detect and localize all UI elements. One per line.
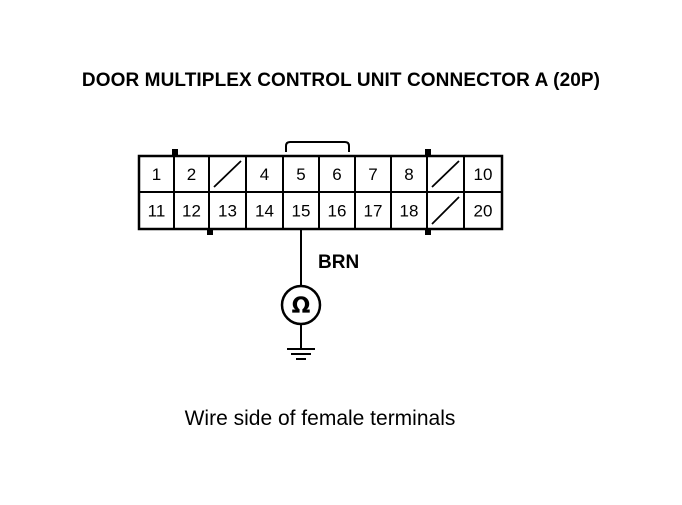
terminal-15: 15 [292,202,311,221]
terminal-11: 11 [148,202,166,221]
terminal-4: 4 [260,165,269,184]
terminal-14: 14 [255,202,274,221]
empty-terminal-slash [213,160,242,188]
terminal-7: 7 [368,165,377,184]
empty-terminal-slash [431,196,460,225]
terminal-18: 18 [400,202,419,221]
connector-lock-tab [285,141,350,152]
latch-nub-bottom-left [207,228,213,235]
terminal-16: 16 [328,202,347,221]
latch-nub-top-left [172,149,178,155]
terminal-8: 8 [404,165,413,184]
terminal-6: 6 [332,165,341,184]
diagram-title: DOOR MULTIPLEX CONTROL UNIT CONNECTOR A … [81,70,601,91]
terminal-10: 10 [474,165,493,184]
latch-nub-bottom-right [425,228,431,235]
terminal-12: 12 [182,202,201,221]
terminal-2: 2 [187,165,196,184]
terminal-17: 17 [364,202,383,221]
latch-nub-top-right [425,149,431,155]
diagram-caption: Wire side of female terminals [184,407,456,430]
terminal-1: 1 [152,165,161,184]
ground-icon [287,324,315,360]
ohm-icon: Ω [292,294,311,319]
terminal-5: 5 [296,165,305,184]
terminal-13: 13 [218,202,237,221]
empty-terminal-slash [431,160,460,188]
terminal-20: 20 [474,202,493,221]
wire-color-label: BRN [318,252,359,273]
